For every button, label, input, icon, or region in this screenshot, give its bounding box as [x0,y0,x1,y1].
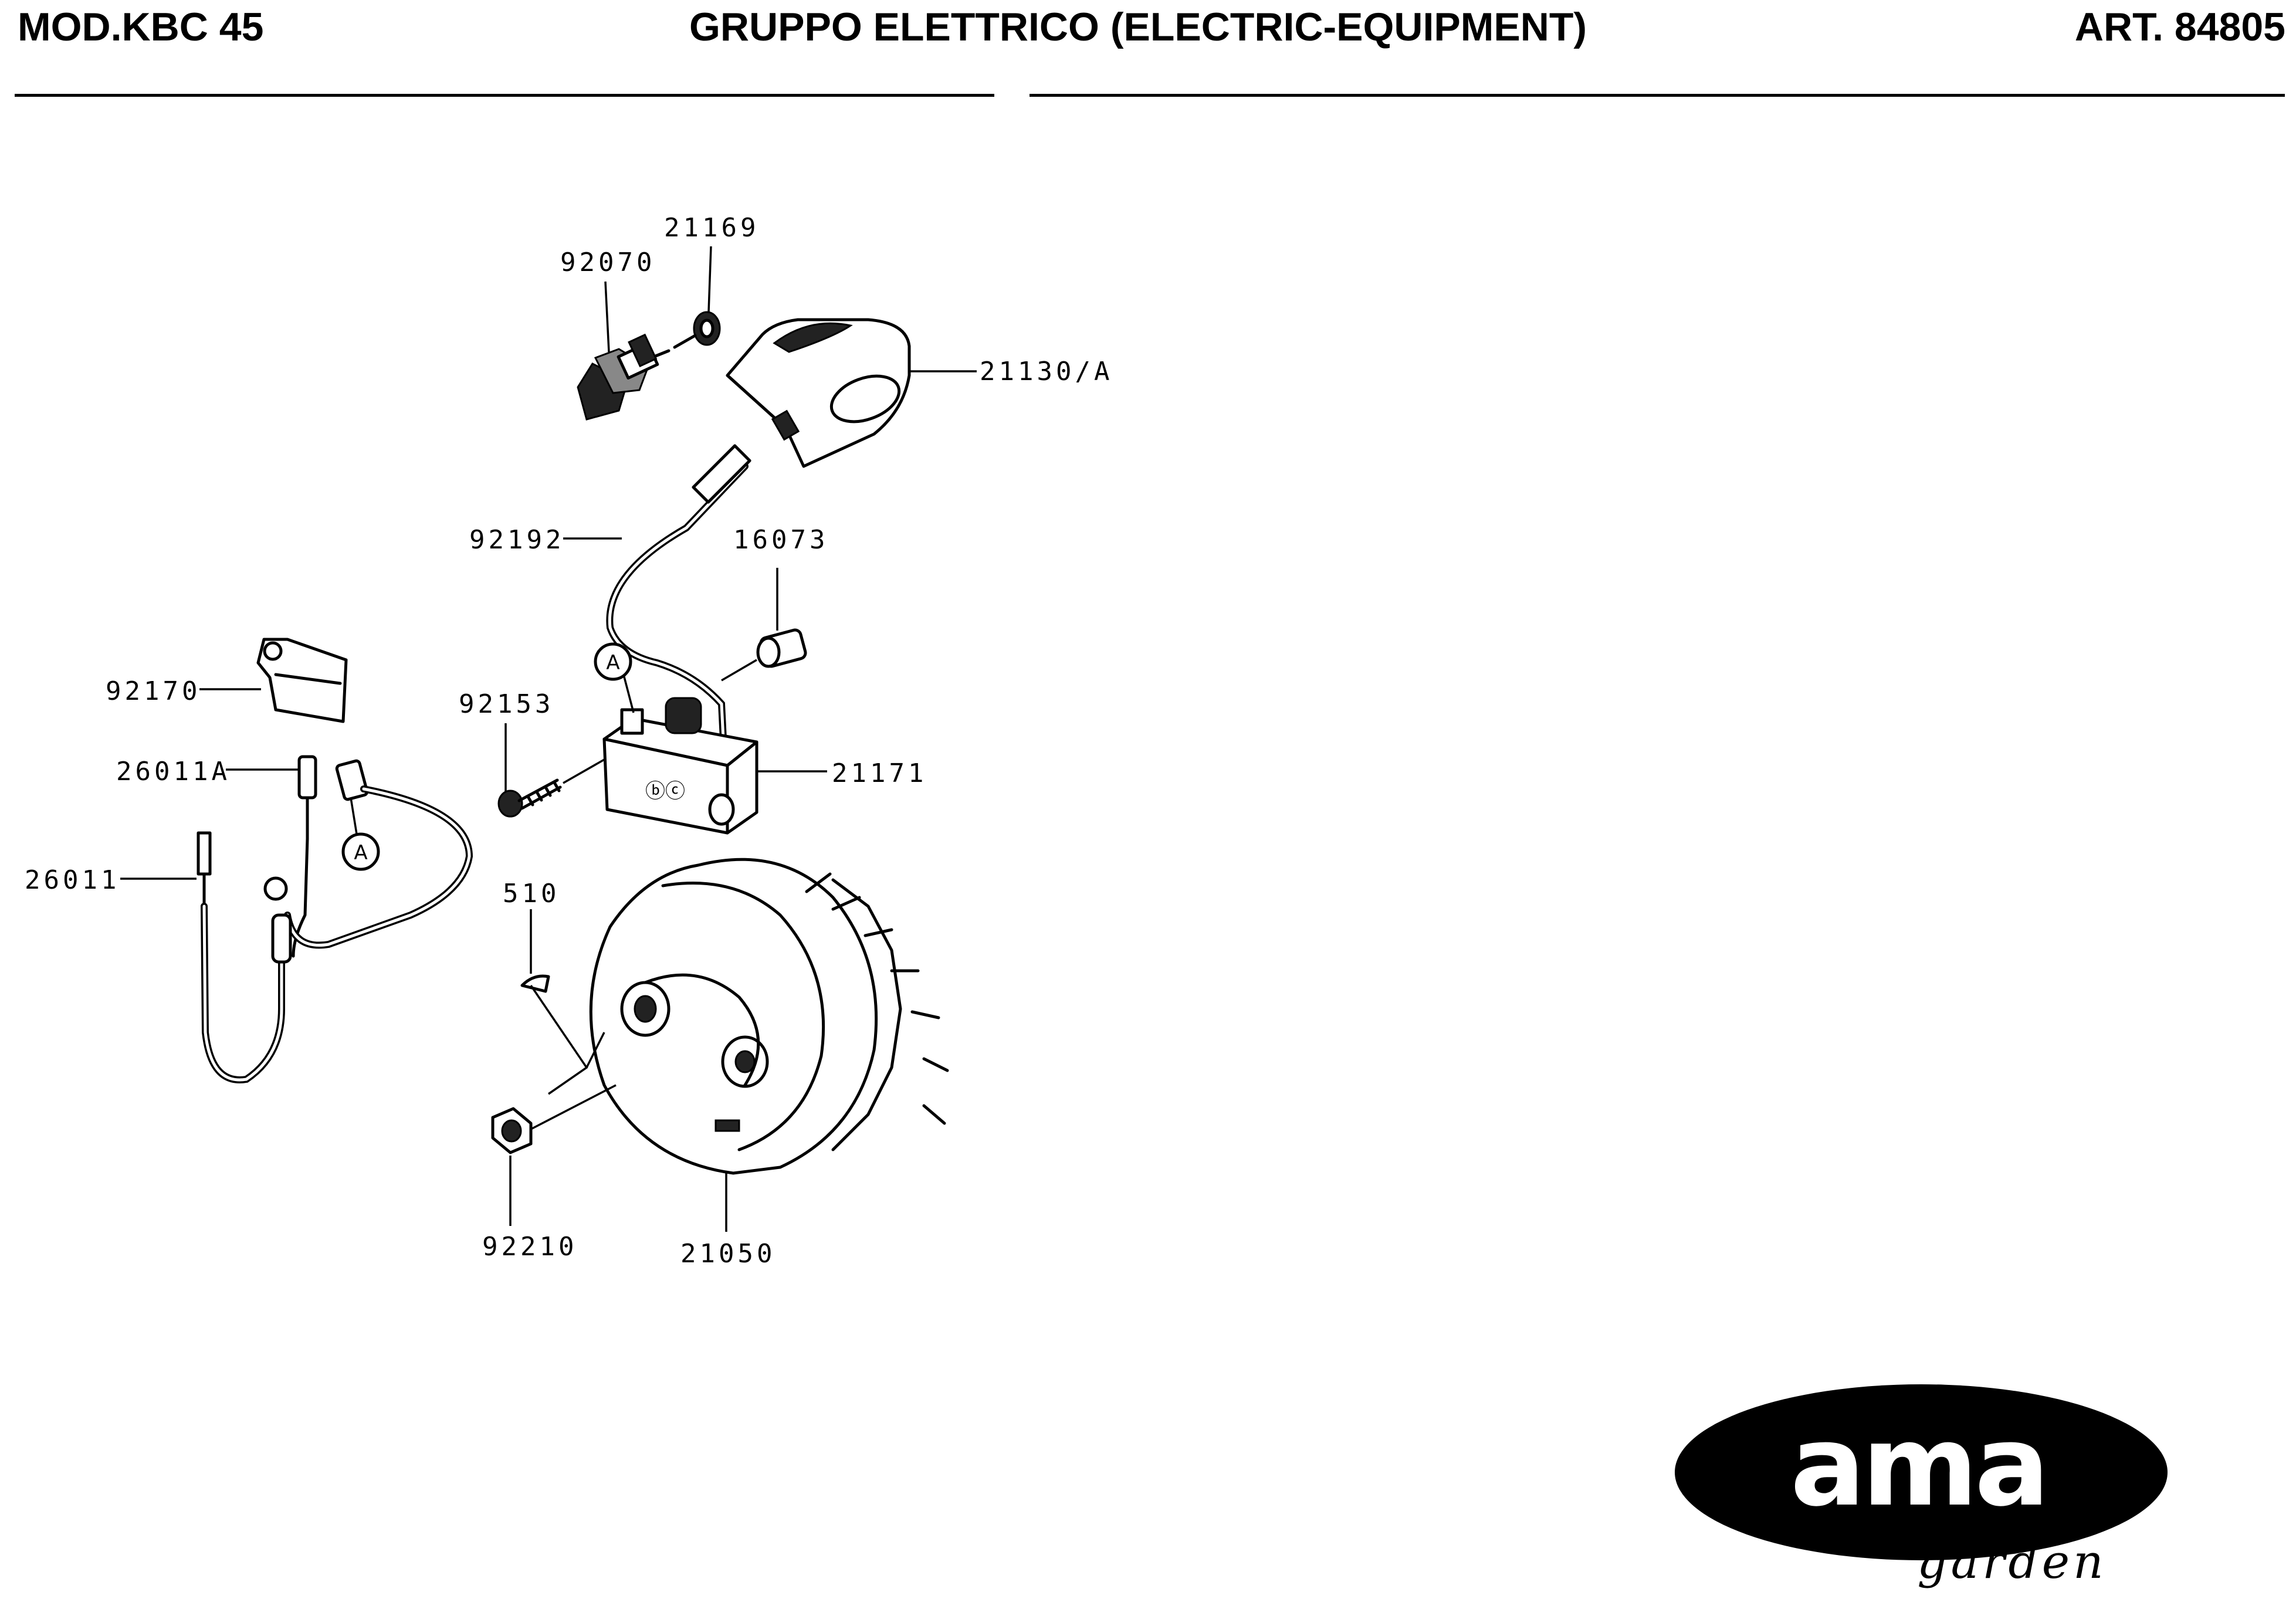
connector-ref-circle-bottom [341,832,380,871]
coil-screw [497,758,605,818]
flywheel-nut [491,1084,617,1154]
part-label-92170: 92170 [106,676,201,706]
plug-terminal-nut [673,311,721,349]
cable-clamp [256,638,348,723]
part-label-21169: 21169 [664,213,759,243]
logo-sub: garden [1917,1534,2107,1589]
page-title: GRUPPO ELETTRICO (ELECTRIC-EQUIPMENT) [689,5,1587,49]
logo-brand: ama [1790,1401,2046,1531]
ignition-lead [606,444,751,766]
part-label-92210: 92210 [482,1232,577,1262]
connector-ref-bottom: A [354,841,367,865]
part-label-26011: 26011 [25,865,120,895]
model-name: MOD.KBC 45 [18,5,264,49]
spark-plug-boot [726,318,911,468]
part-label-510: 510 [503,879,560,909]
spark-plug [577,333,670,421]
ignition-coil: ⓑⓒ [602,697,758,835]
part-label-21130a: 21130/A [980,357,1113,387]
connector-ref-circle-top [594,642,632,681]
part-label-92153: 92153 [459,689,554,719]
article-number: ART. 84805 [2074,5,2285,49]
connector-ref-top: A [606,651,619,675]
spacer [721,628,807,682]
header-rule-left [15,94,994,97]
part-label-92070: 92070 [560,248,655,277]
ground-wire-assembly [197,755,473,1083]
leader-lines [120,246,977,1232]
part-label-21050: 21050 [680,1239,776,1269]
svg-text:ⓑⓒ: ⓑⓒ [645,780,685,803]
flywheel [585,858,949,1175]
header-rule-right [1030,94,2285,97]
woodruff-key [520,974,588,1095]
ama-garden-logo: ama garden [1675,1384,2168,1589]
part-label-21171: 21171 [832,758,927,788]
part-label-26011a: 26011A [116,757,231,787]
part-label-92192: 92192 [469,525,564,555]
part-label-16073: 16073 [733,525,828,555]
